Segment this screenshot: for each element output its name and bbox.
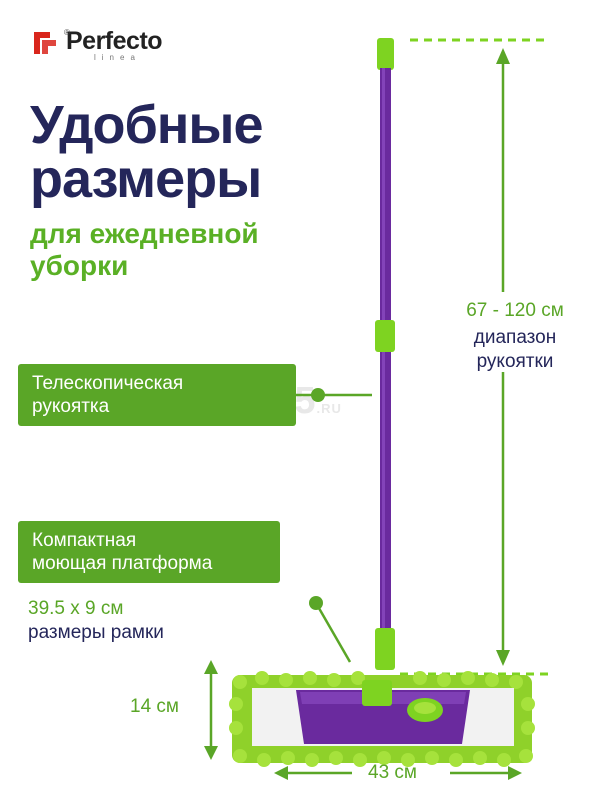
width-arrow-right-head <box>508 766 522 780</box>
watermark-suffix: .RU <box>316 401 342 416</box>
connector-frame-line <box>314 602 352 663</box>
brand-logo: ® Perfecto linea <box>30 27 163 62</box>
height-arrow-up-head <box>204 660 218 674</box>
badge-platform-line-2: моющая платформа <box>32 553 213 574</box>
handle-range: 67 - 120 см диапазон рукоятки <box>445 300 585 374</box>
frame-size: 39.5 х 9 см <box>28 598 124 619</box>
handle-range-size: 67 - 120 см <box>466 300 564 321</box>
subheadline-line-2: уборки <box>30 250 129 281</box>
handle-cap <box>377 38 394 70</box>
frame-label: размеры рамки <box>28 622 164 643</box>
height-arrow-down-head <box>204 746 218 760</box>
mop-clip <box>362 680 392 706</box>
telescopic-handle-badge: Телескопическая рукоятка <box>18 364 296 426</box>
connector-handle-dot <box>311 388 325 402</box>
handle-range-label-line-2: рукоятки <box>476 351 554 372</box>
handle-collar <box>375 320 395 352</box>
connector-frame-dot <box>309 596 323 610</box>
frame-dimensions: 39.5 х 9 см размеры рамки <box>28 598 164 644</box>
logo-subtitle: linea <box>94 53 141 62</box>
logo-mark-icon: ® <box>30 28 70 58</box>
subheadline: для ежедневной уборки <box>30 218 259 282</box>
logo-name: Perfecto <box>66 27 163 55</box>
width-arrow-left-head <box>274 766 288 780</box>
headline-line-1: Удобные <box>30 95 264 155</box>
headline-line-2: размеры <box>30 149 262 209</box>
range-arrow-down-head <box>496 650 510 666</box>
badge-telescopic-line-1: Телескопическая <box>32 373 184 394</box>
height-label: 14 см <box>130 696 179 717</box>
logo-registered-mark: ® <box>64 28 70 37</box>
badge-telescopic-line-2: рукоятка <box>32 396 110 417</box>
handle-lower <box>380 352 391 632</box>
subheadline-line-1: для ежедневной <box>30 218 259 249</box>
range-arrow-up-head <box>496 48 510 64</box>
handle-range-label-line-1: диапазон <box>473 327 557 348</box>
handle-upper <box>380 68 391 320</box>
width-label: 43 см <box>368 762 417 783</box>
handle-joint <box>375 628 395 670</box>
badge-platform-line-1: Компактная <box>32 530 137 551</box>
compact-platform-badge: Компактная моющая платформа <box>18 521 280 583</box>
headline: Удобные размеры <box>30 95 264 209</box>
